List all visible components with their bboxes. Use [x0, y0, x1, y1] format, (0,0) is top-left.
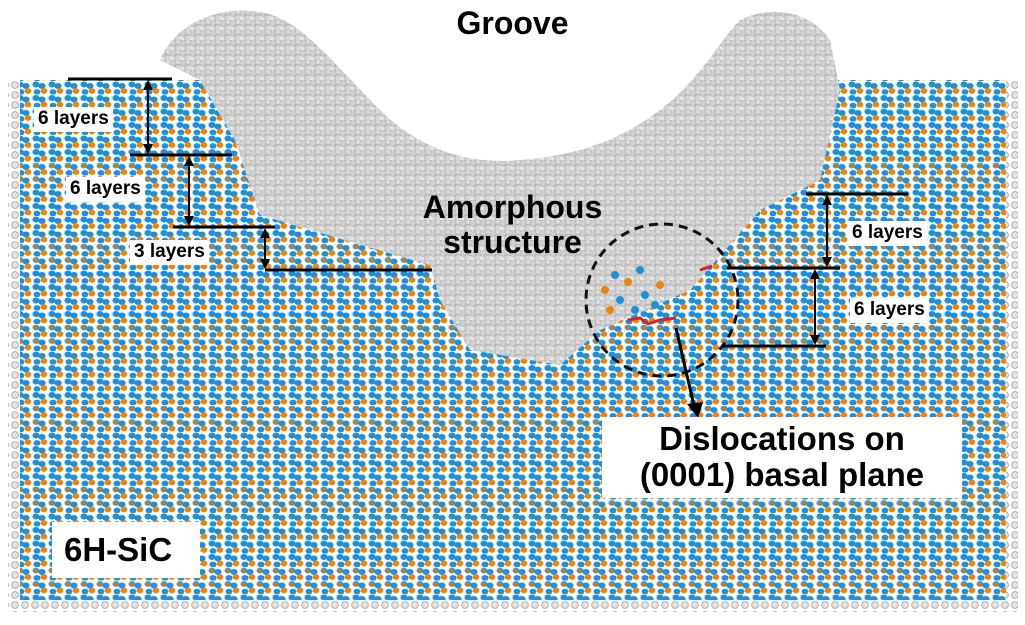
left-step-label-3: 3 layers: [130, 240, 209, 265]
dislocation-callout-line1: Dislocations on: [659, 420, 905, 457]
dislocation-callout-line2: (0001) basal plane: [639, 456, 925, 494]
right-step-markers: [722, 192, 908, 348]
amorphous-label-line2: structure: [443, 224, 582, 261]
dashed-circle-icon: [584, 222, 740, 378]
left-step-label-2: 6 layers: [66, 177, 145, 202]
right-step-label-2: 6 layers: [850, 298, 929, 323]
amorphous-label: Amorphous structure: [395, 189, 630, 261]
dislocation-atoms: [601, 264, 713, 326]
dislocation-callout: Dislocations on (0001) basal plane: [602, 417, 962, 498]
amorphous-label-line1: Amorphous: [422, 189, 603, 225]
amorphous-region: [160, 10, 840, 366]
left-step-markers: [68, 77, 432, 272]
groove-title: Groove: [456, 5, 569, 41]
pointer-arrow-icon: [674, 327, 703, 418]
double-arrow-icon: [810, 195, 832, 345]
double-arrow-icon: [143, 80, 270, 269]
left-step-label-1: 6 layers: [34, 107, 113, 132]
right-step-label-1: 6 layers: [848, 221, 927, 246]
material-label: 6H-SiC: [52, 522, 201, 579]
